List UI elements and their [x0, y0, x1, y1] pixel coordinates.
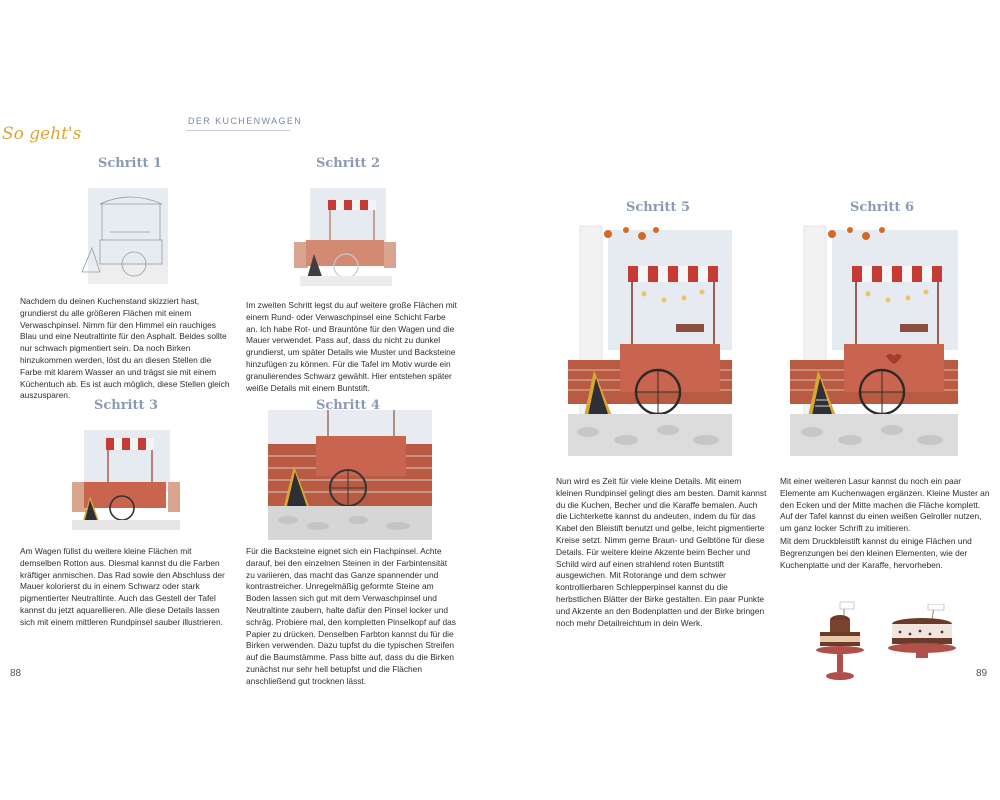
cake-plate-illustration — [886, 604, 958, 666]
step-5-title: Schritt 5 — [625, 200, 691, 215]
section-divider — [186, 130, 290, 131]
page-number-left: 88 — [10, 668, 22, 679]
page-number-right: 89 — [976, 668, 988, 679]
step-3-text: Am Wagen füllst du weitere kleine Fläche… — [20, 546, 225, 627]
step-3-title: Schritt 3 — [93, 398, 159, 413]
step-5-illustration — [568, 220, 732, 456]
step-3-illustration — [70, 420, 182, 532]
step-2-illustration — [290, 180, 402, 290]
step-1-text: Nachdem du deinen Kuchenstand skizziert … — [20, 296, 230, 401]
step-4-title: Schritt 4 — [315, 398, 381, 413]
step-5-text: Nun wird es Zeit für viele kleine Detail… — [556, 476, 767, 628]
step-1-illustration — [70, 178, 182, 290]
step-2-title: Schritt 2 — [315, 156, 381, 171]
step-6-text: Mit einer weiteren Lasur kannst du noch … — [780, 476, 990, 534]
cake-stand-illustration — [810, 600, 870, 682]
script-title: So geht's — [2, 124, 82, 144]
step-6-title: Schritt 6 — [849, 200, 915, 215]
step-4-illustration — [268, 410, 432, 540]
step-6-illustration — [790, 220, 958, 456]
step-2-text: Im zweiten Schritt legst du auf weitere … — [246, 300, 457, 393]
step-6-text-2: Mit dem Druckbleistift kannst du einige … — [780, 536, 972, 570]
step-4-text: Für die Backsteine eignet sich ein Flach… — [246, 546, 456, 686]
section-title: DER KUCHENWAGEN — [188, 116, 303, 126]
step-1-title: Schritt 1 — [97, 156, 163, 171]
